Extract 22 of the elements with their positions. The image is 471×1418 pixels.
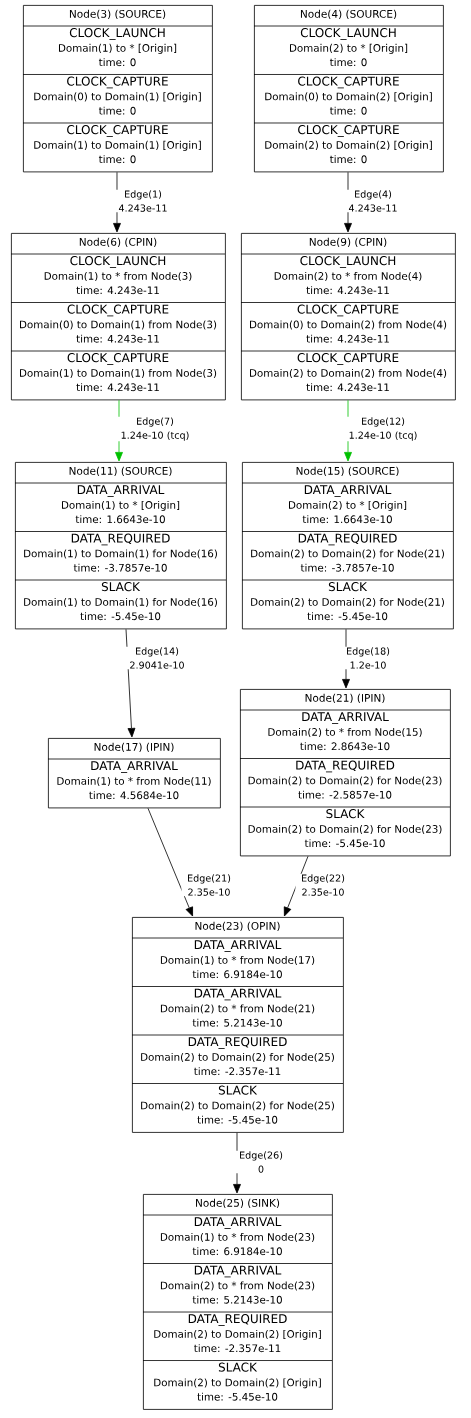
arrow — [147, 807, 193, 917]
record-box: Node(21) (IPIN) DATA_ARRIVAL Domain(2) to * from Node(15) time: 2.8643e-10 DATA_REQUIRED Domain(2) to Domain(2) for Node(23) time: -2.5857e-10 SLACK Domain(2) to Domain(2) for Node(23) time: -5.45e-10 — [239, 689, 451, 857]
edge-label: Edge(1) 4.243e-11 — [114, 189, 172, 213]
record-box: Node(4) (SOURCE) CLOCK_LAUNCH Domain(2) to * [Origin] time: 0 CLOCK_CAPTURE Domain(0) to Domain(2) [Origin] time: 0 CLOCK_CAPTURE Domain(2) to Domain(2) [Origin] time: 0 — [253, 5, 444, 173]
record-box: Node(6) (CPIN) CLOCK_LAUNCH Domain(1) to * from Node(3) time: 4.243e-11 CLOCK_CAPTURE Domain(0) to Domain(1) from Node(3) time: 4.243e-11 CLOCK_CAPTURE Domain(1) to Domain(1) from Node(3) time: 4.243e-11 — [10, 233, 226, 401]
edge-label: Edge(7) 1.24e-10 (tcq) — [117, 416, 193, 442]
record-box: Node(15) (SOURCE) DATA_ARRIVAL Domain(2) to * [Origin] time: 1.6643e-10 DATA_REQUIRED Domain(2) to Domain(2) for Node(21) time: -3.7857e-10 SLACK Domain(2) to Domain(2) for Node(21) time: -5.45e-10 — [241, 462, 454, 630]
record-box: Node(23) (OPIN) DATA_ARRIVAL Domain(1) to * from Node(17) time: 6.9184e-10 DATA_ARRIVAL Domain(2) to * from Node(21) time: 5.2143e-10 DATA_REQUIRED Domain(2) to Domain(2) for Node(25) time: -2.357e-11 SLACK Domain(2) to Domain(2) for Node(25) time: -5.45e-10 — [131, 917, 344, 1133]
record-box: Node(17) (IPIN) DATA_ARRIVAL Domain(1) to * from Node(11) time: 4.5684e-10 — [47, 738, 221, 809]
arrow — [125, 628, 136, 738]
edge-label: Edge(14) 2.9041e-10 — [123, 646, 191, 670]
edge-label: Edge(21) 2.35e-10 — [181, 873, 237, 897]
edge-label: Edge(4) 4.243e-11 — [344, 189, 402, 213]
arrow — [283, 855, 309, 917]
record-box: Node(11) (SOURCE) DATA_ARRIVAL Domain(1) to * [Origin] time: 1.6643e-10 DATA_REQUIRED Domain(1) to Domain(1) for Node(16) time: -3.7857e-10 SLACK Domain(1) to Domain(1) for Node(16) time: -5.45e-10 — [14, 462, 227, 630]
record-box: Node(9) (CPIN) CLOCK_LAUNCH Domain(2) to * from Node(4) time: 4.243e-11 CLOCK_CAPTURE Domain(0) to Domain(2) from Node(4) time: 4.243e-11 CLOCK_CAPTURE Domain(2) to Domain(2) from Node(4) time: 4.243e-11 — [240, 233, 456, 401]
record-box: Node(3) (SOURCE) CLOCK_LAUNCH Domain(1) to * [Origin] time: 0 CLOCK_CAPTURE Domain(0) to Domain(1) [Origin] time: 0 CLOCK_CAPTURE Domain(1) to Domain(1) [Origin] time: 0 — [22, 5, 213, 173]
record-box: Node(25) (SINK) DATA_ARRIVAL Domain(1) to * from Node(23) time: 6.9184e-10 DATA_ARRIVAL Domain(2) to * from Node(23) time: 5.2143e-10 DATA_REQUIRED Domain(2) to Domain(2) [Origin] time: -2.357e-11 SLACK Domain(2) to Domain(2) [Origin] time: -5.45e-10 — [142, 1194, 333, 1410]
edge-label: Edge(26) 0 — [234, 1150, 288, 1174]
edge-label: Edge(12) 1.24e-10 (tcq) — [345, 416, 421, 442]
edge-label: Edge(18) 1.2e-10 — [340, 646, 396, 670]
edge-label: Edge(22) 2.35e-10 — [295, 873, 351, 897]
